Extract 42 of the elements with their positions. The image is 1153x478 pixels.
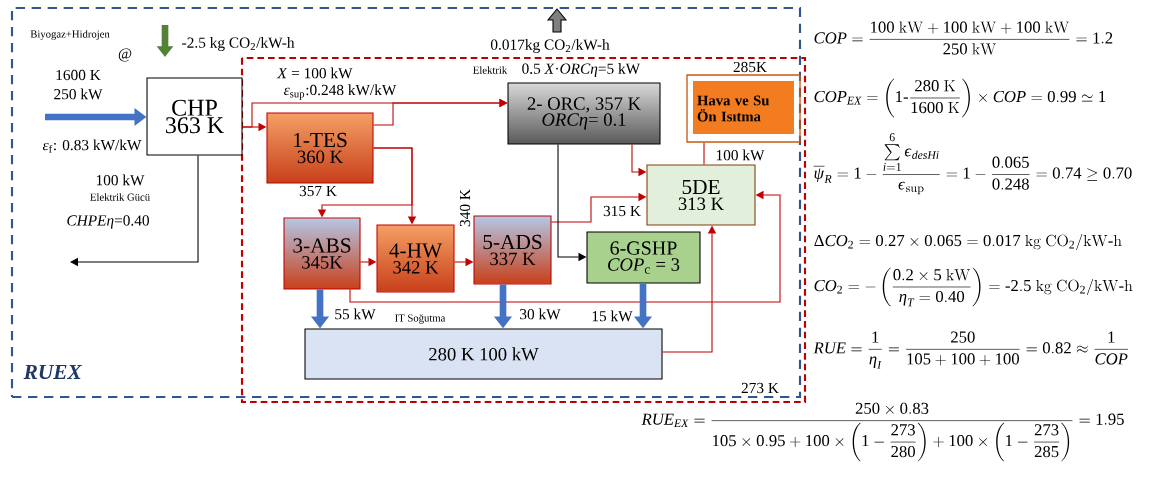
process-box: 1-TES 360 K — [266, 112, 374, 184]
process-box: 3-ABS 345K — [283, 217, 361, 290]
box-heading: IT Soğutma — [395, 314, 446, 324]
equation: $RUE=\frac{1}{\eta_{I}}=\frac{250}{105+100+100}=0.82\approx\frac{1}{COP}$ — [813, 331, 1128, 369]
edge-label: 100 kW — [714, 148, 766, 162]
annotation: 273 K — [741, 382, 779, 394]
equation: $\overline{\psi}_{R}=1-\frac{\sum\limits_{i=1}^{6}\varepsilon_{desHi}}{\varepsilon_{\mathrm{sup}}}=1-\frac{0.065}{0.248}=0.74\geq 0.70$ — [813, 133, 1132, 195]
annotation: 0.5 X·ORCη=5 kW — [522, 63, 641, 77]
edge-label: 30 kW — [518, 307, 562, 321]
annotation: 340 K — [459, 189, 471, 227]
process-box: 6-GSHP COP$_{c}$ = 3 — [586, 231, 701, 284]
annotation: Elektrik — [473, 66, 508, 74]
annotation: X = 100 kW — [276, 67, 353, 79]
annotation: 100 kW — [96, 174, 145, 186]
process-box: CHP 363 K — [146, 77, 243, 156]
annotation: 1600 K — [56, 69, 101, 81]
annotation: 250 kW — [54, 88, 103, 100]
process-box: 5-ADS 337 K — [473, 215, 552, 285]
equation: $RUE_{EX}=\frac{250\times 0.83}{105\times 0.95+100\times\left(1-\dfrac{273}{280}\right)+100\times\left(1-\dfrac{273}{285}\right)}=1.95$ — [641, 402, 1124, 462]
edge-label: 15 kW — [590, 309, 634, 323]
annotation: 285K — [733, 61, 767, 73]
process-box: 4-HW 342 K — [376, 224, 455, 293]
equation: $COP_{EX}=\left(1\mbox{-}\frac{280\mathrm{~K}}{1600\mathrm{~K}}\right)\times COP=0.99\simeq 1$ — [814, 78, 1106, 118]
frame-title: RUEX — [23, 364, 83, 380]
equation: $COP=\frac{100\mathrm{~kW}+100\mathrm{~kW}+100\mathrm{~kW}}{250\mathrm{~kW}}=1.2$ — [814, 21, 1113, 55]
annotation: Biyogaz+Hidrojen — [30, 30, 110, 40]
edge-label: 55 kW — [333, 307, 377, 321]
equation: $CO_{2}=-\left(\frac{0.2\times 5\mathrm{~kW}}{\eta_{T}=0.40}\right)=\mbox{-}2.5\mathrm{~kg~CO_{2}/kW\mbox{-}h}$ — [814, 267, 1133, 307]
annotation: -2.5 kg CO$_{2}$/kW-h — [182, 37, 295, 51]
arrow — [70, 155, 199, 267]
annotation: ε$_{sup}$:0.248 kW/kW — [283, 84, 397, 100]
load-box: 280 K 100 kW — [304, 328, 663, 380]
equation: $\Delta CO_{2}=0.27\times 0.065=0.017\mathrm{~kg~CO_{2}/kW\mbox{-}h}$ — [814, 234, 1122, 250]
edge-label: 315 K — [601, 204, 643, 218]
annotation: @ — [118, 48, 132, 62]
annotation: CHPEη=0.40 — [67, 215, 149, 229]
process-box: 2- ORC, 357 K ORCη= 0.1 — [507, 82, 661, 145]
annotation: 0.017kg CO$_{2}$/kW-h — [490, 39, 610, 53]
annotation: Elektrik Gücü — [90, 193, 150, 201]
annotation: 357 K — [299, 185, 337, 197]
preheating-box: Hava ve Su Ön Isıtma — [686, 74, 801, 143]
process-box: 5DE 313 K — [646, 164, 756, 226]
